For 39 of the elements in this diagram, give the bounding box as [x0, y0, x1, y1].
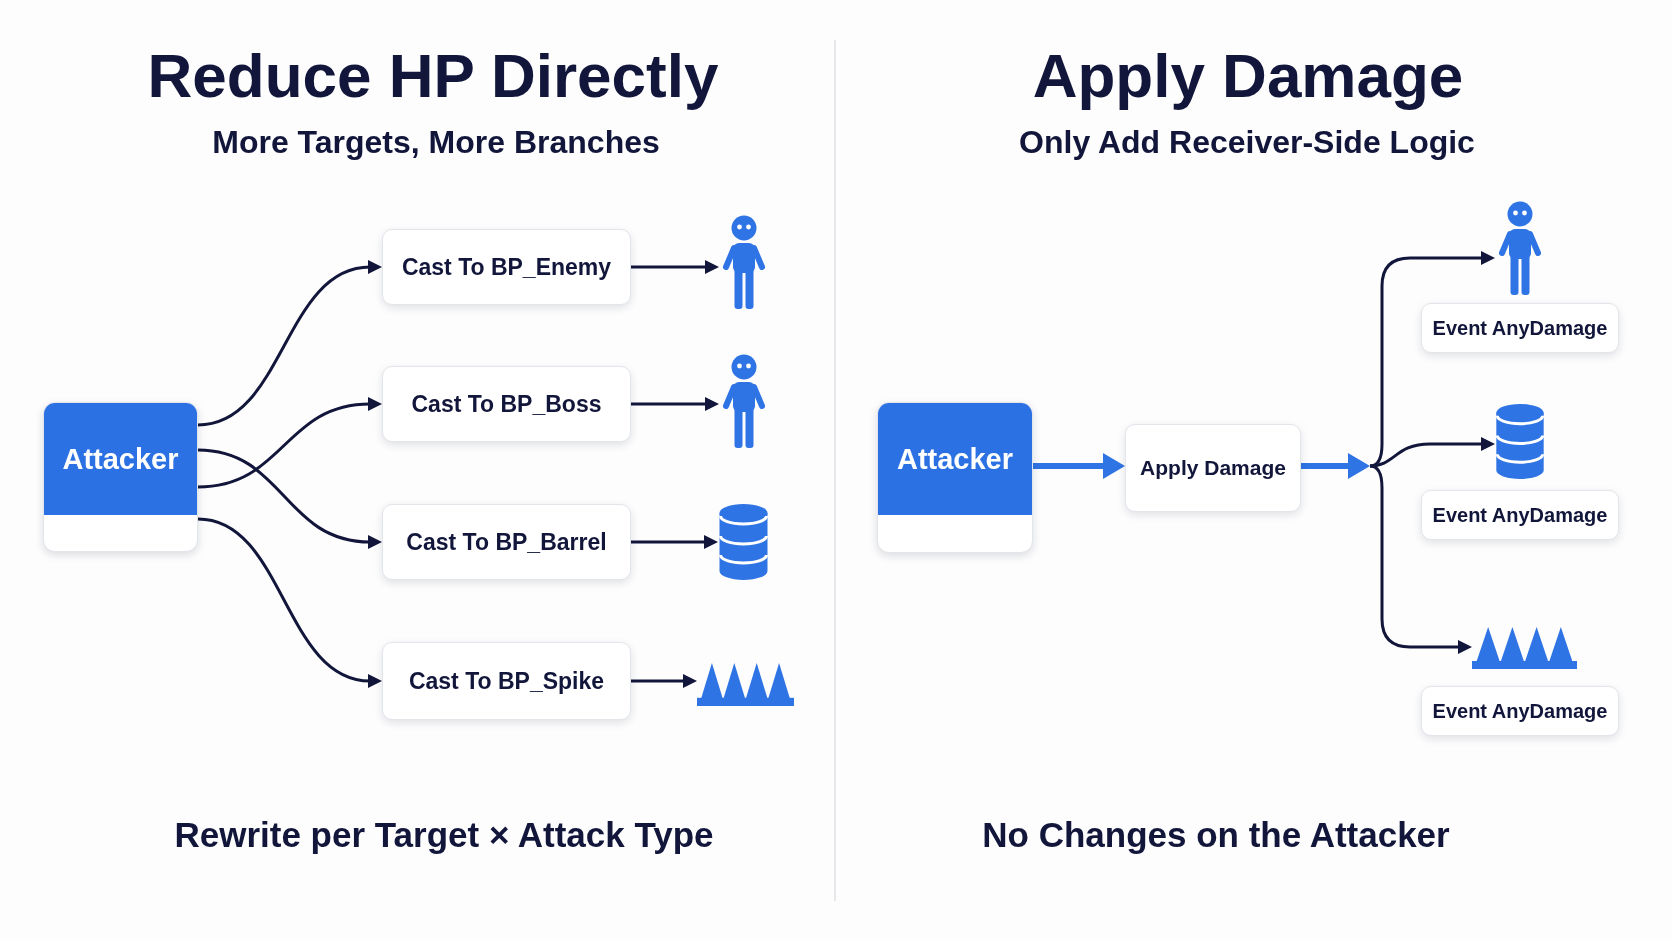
card-title: Attacker [62, 441, 179, 477]
arrow [631, 397, 719, 411]
arrow [1369, 464, 1472, 654]
spikes-icon [1472, 627, 1577, 669]
box-label: Cast To BP_Boss [411, 389, 602, 419]
event-box [1421, 686, 1619, 736]
box-label: Cast To BP_Spike [408, 666, 605, 696]
process-box [1125, 424, 1301, 512]
box-label: Event AnyDamage [1432, 502, 1608, 528]
event-box [1421, 303, 1619, 353]
spikes-icon [697, 663, 794, 706]
box-label: Event AnyDamage [1432, 698, 1608, 724]
card-title: Attacker [896, 441, 1014, 477]
event-box [1421, 490, 1619, 540]
process-box [382, 366, 631, 442]
cylinder-icon [1495, 403, 1545, 480]
panel-caption: Rewrite per Target × Attack Type [174, 817, 714, 852]
panel-subtitle: More Targets, More Branches [212, 126, 660, 158]
actor-card [43, 402, 198, 552]
arrow [631, 260, 719, 274]
box-label: Cast To BP_Enemy [401, 252, 612, 282]
box-label: Cast To BP_Barrel [406, 527, 607, 557]
actor-card [877, 402, 1033, 553]
cylinder-icon [718, 503, 769, 581]
arrow [631, 674, 697, 688]
arrow [197, 517, 382, 688]
process-box [382, 504, 631, 580]
arrow [197, 260, 382, 427]
arrow [1369, 437, 1495, 468]
arrow [197, 397, 382, 489]
panel-subtitle: Only Add Receiver-Side Logic [1019, 126, 1475, 158]
panel-caption: No Changes on the Attacker [982, 817, 1450, 852]
box-label: Event AnyDamage [1432, 315, 1608, 341]
box-label: Apply Damage [1140, 454, 1286, 481]
arrow [631, 535, 718, 549]
arrow [197, 448, 382, 549]
arrow [1033, 453, 1125, 479]
process-box [382, 229, 631, 305]
process-box [382, 642, 631, 720]
